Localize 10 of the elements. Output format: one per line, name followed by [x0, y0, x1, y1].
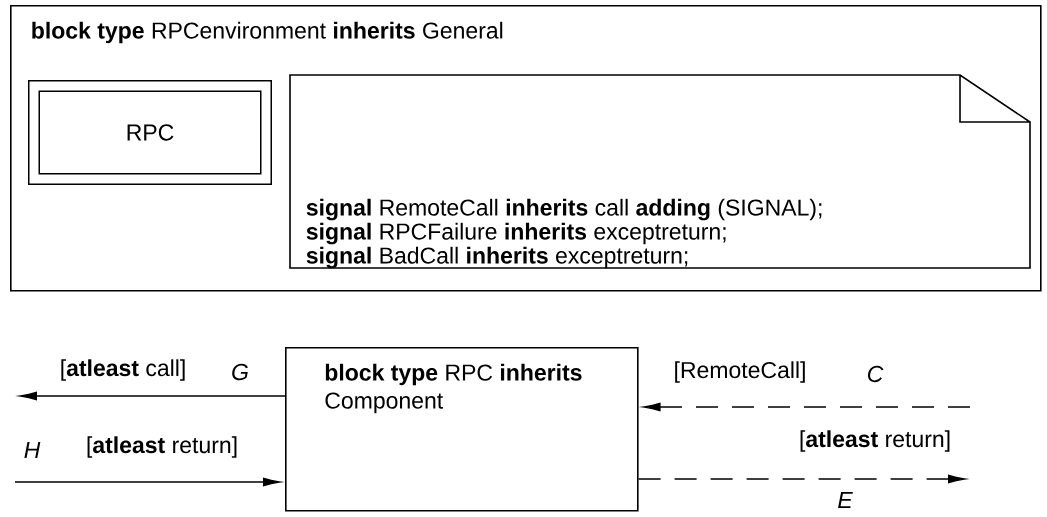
block-box: block type RPC inherits Component: [285, 347, 639, 512]
channel-name: G: [232, 363, 248, 381]
edge-label: [atleast return]: [84, 435, 240, 459]
channel-name: C: [867, 365, 884, 383]
channel-name: H: [24, 442, 41, 458]
comment-note: signal RemoteCall inherits call adding (SIGNAL); signal RPCFailure inherits exceptreturn; signal BadCall inherits exceptreturn;: [289, 74, 1031, 269]
edge-label: [RemoteCall]: [672, 360, 808, 384]
edge-label: [atleast return]: [797, 429, 953, 453]
edge-label: [atleast call]: [58, 358, 188, 382]
channel-name: E: [838, 492, 853, 508]
